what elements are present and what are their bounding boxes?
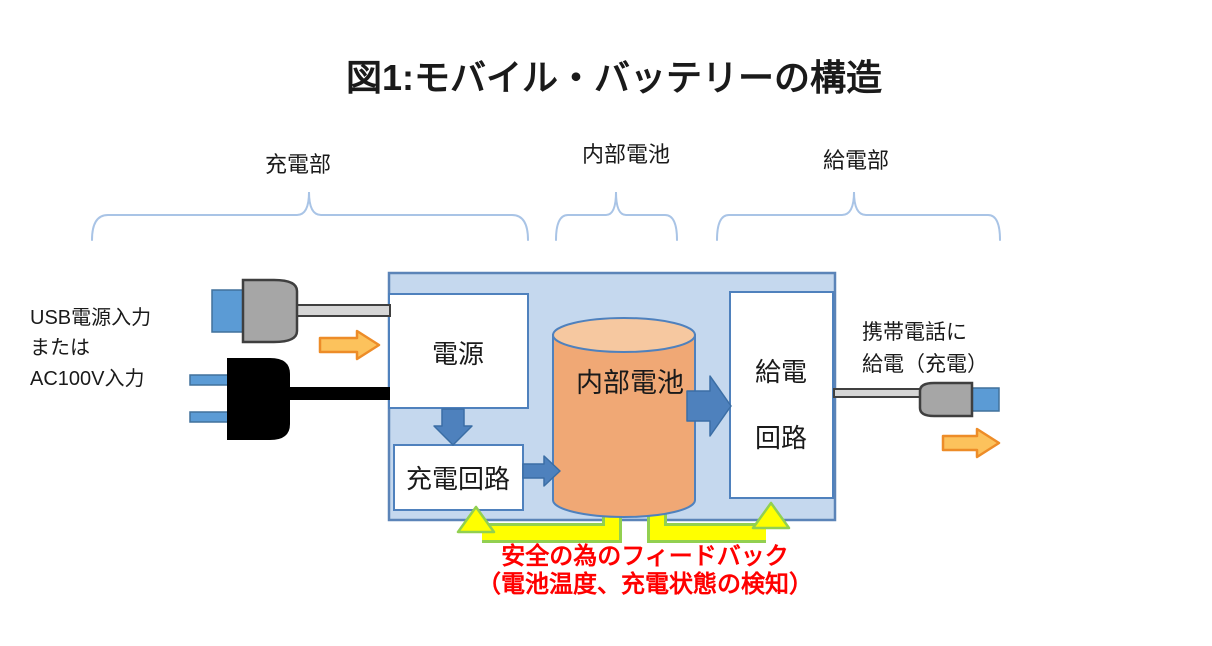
section-label-power-supply-unit: 給電部 <box>823 148 889 173</box>
output-flow-arrow-icon <box>941 427 1001 459</box>
ac-plug-icon <box>189 358 390 440</box>
supply-circuit-label-line1: 給電 <box>755 357 807 387</box>
feedback-note-line2: （電池温度、充電状態の検知） <box>477 570 813 598</box>
internal-battery-brace-icon <box>555 191 678 241</box>
usb-plug-tip <box>211 289 245 333</box>
power-supply-unit-brace-icon <box>716 191 1001 241</box>
ac-plug-prong-top <box>189 374 229 386</box>
charging-circuit-box <box>393 444 524 511</box>
supply-circuit-label-line2: 回路 <box>755 423 807 453</box>
input-flow-arrow-icon <box>318 329 381 361</box>
ac-plug-body <box>227 358 290 440</box>
usb-cable <box>294 304 391 317</box>
feedback-arrowhead-right-icon <box>751 501 791 530</box>
feedback-arrowhead-left-icon <box>456 505 496 534</box>
usb-plug-icon <box>211 278 391 344</box>
figure-title: 図1:モバイル・バッテリーの構造 <box>346 57 882 98</box>
input-caption-line1: USB電源入力 <box>30 306 151 329</box>
input-caption-line2: または <box>30 337 90 359</box>
charging-unit-brace-icon <box>91 191 529 241</box>
output-caption-line2: 給電（充電） <box>862 353 988 376</box>
charging-circuit-label: 充電回路 <box>406 464 510 494</box>
power-source-box <box>388 293 529 409</box>
output-connector-tip <box>969 387 1000 412</box>
output-connector-body <box>918 381 974 418</box>
ac-cable <box>288 387 390 400</box>
arrow-battery-to-supply-icon <box>686 375 732 437</box>
usb-plug-body <box>241 278 299 344</box>
internal-battery-label: 内部電池 <box>576 368 684 398</box>
output-caption-line1: 携帯電話に <box>862 321 967 344</box>
section-label-internal-battery: 内部電池 <box>582 142 670 167</box>
output-cable <box>833 388 923 398</box>
ac-plug-prong-bottom <box>189 411 229 423</box>
internal-battery-cylinder: 内部電池 <box>552 317 696 518</box>
feedback-note-line1: 安全の為のフィードバック <box>501 542 789 570</box>
supply-circuit-box <box>729 291 834 499</box>
arrow-charging-to-battery-icon <box>522 455 561 487</box>
power-source-label: 電源 <box>432 339 484 369</box>
arrow-power-to-charging-icon <box>433 408 473 446</box>
input-caption-line3: AC100V入力 <box>30 367 145 390</box>
section-label-charging-unit: 充電部 <box>265 152 331 177</box>
cylinder-top-icon <box>552 317 696 353</box>
output-connector-icon <box>833 381 1000 418</box>
